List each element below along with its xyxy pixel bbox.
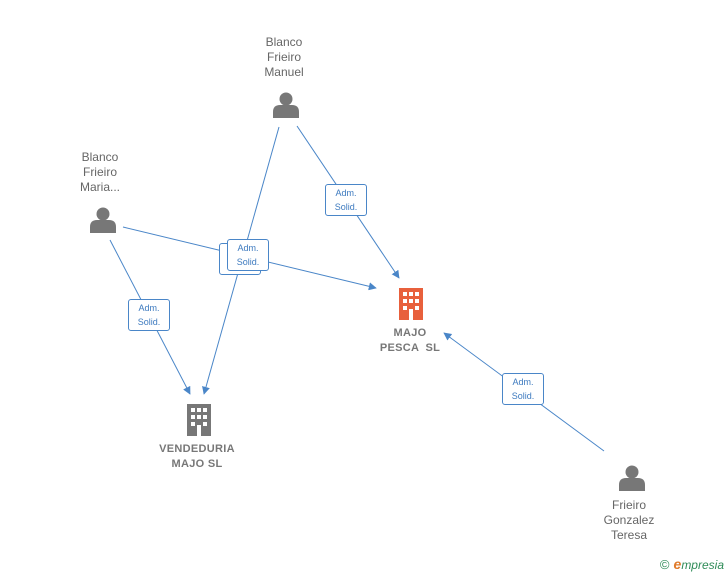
relation-box-manuel-majo-pesca[interactable]: Adm. Solid.: [325, 184, 367, 216]
label-line: Frieiro: [266, 50, 301, 64]
label-line: Maria...: [79, 180, 120, 194]
label-line: Frieiro: [82, 165, 117, 179]
label-line: Manuel: [264, 65, 304, 79]
relation-role: Adm.: [138, 303, 160, 313]
label-line: Teresa: [610, 528, 648, 542]
person-icon[interactable]: [273, 92, 299, 119]
relation-box-maria-vendeduria[interactable]: Adm. Solid.: [128, 299, 170, 331]
relation-role: Solid.: [334, 202, 358, 212]
relation-role: Adm.: [335, 188, 357, 198]
person-label-blanco-frieiro-maria[interactable]: Blanco Frieiro Maria...: [40, 150, 160, 195]
empresia-logo[interactable]: ©empresia: [660, 556, 724, 572]
label-line: MAJO: [393, 327, 427, 339]
brand-name: mpresia: [681, 558, 724, 572]
label-line: PESCA SL: [379, 342, 441, 354]
relation-role: Solid.: [236, 257, 260, 267]
label-line: MAJO SL: [171, 458, 223, 470]
person-icon[interactable]: [619, 465, 645, 492]
relation-role: Solid.: [511, 391, 535, 401]
person-label-blanco-frieiro-manuel[interactable]: Blanco Frieiro Manuel: [224, 35, 344, 80]
building-icon[interactable]: [187, 404, 211, 436]
person-label-frieiro-gonzalez-teresa[interactable]: Frieiro Gonzalez Teresa: [569, 498, 689, 543]
label-line: Gonzalez: [603, 513, 655, 527]
label-line: Blanco: [81, 150, 119, 164]
label-line: Blanco: [265, 35, 303, 49]
relation-role: Adm.: [512, 377, 534, 387]
relation-box-teresa-majo-pesca[interactable]: Adm. Solid.: [502, 373, 544, 405]
label-line: VENDEDURIA: [159, 443, 235, 455]
brand-initial: e: [673, 556, 682, 572]
copyright-icon: ©: [659, 557, 670, 572]
relation-role: Adm.: [237, 243, 259, 253]
company-label-majo-pesca[interactable]: MAJO PESCA SL: [340, 326, 480, 356]
relation-box-maria-majo-pesca[interactable]: Adm. Solid.: [227, 239, 269, 271]
label-line: Frieiro: [611, 498, 646, 512]
person-icon[interactable]: [90, 207, 116, 234]
company-label-vendeduria-majo[interactable]: VENDEDURIA MAJO SL: [127, 442, 267, 472]
building-icon[interactable]: [399, 288, 423, 320]
relation-role: Solid.: [137, 317, 161, 327]
